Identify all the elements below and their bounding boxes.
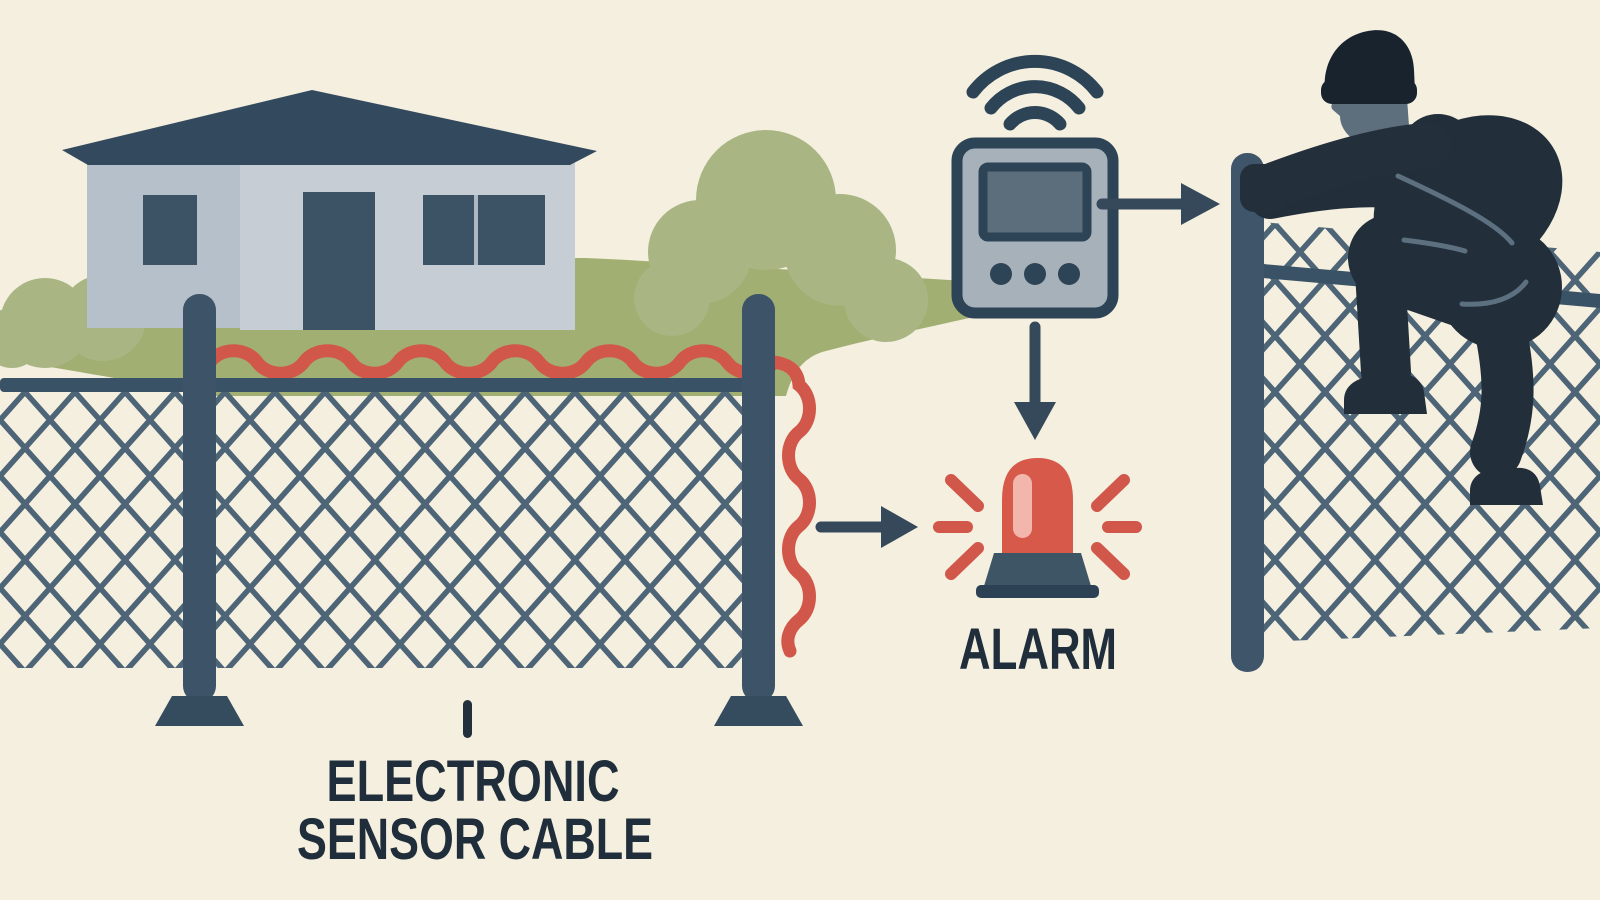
alarm-label: ALARM [959,617,1117,682]
intruder-rear-shoe [1470,467,1543,505]
intruder-silhouette-icon [1240,30,1563,505]
alarm-siren-icon [933,458,1142,598]
intruder-arm-highlight [1395,173,1515,246]
fence-post [742,294,775,702]
bush-right-icon [634,130,928,342]
label-pointer-tick [463,700,472,738]
alarm-base-flange [976,585,1099,598]
intruder-front-arm [1249,123,1451,209]
intruder-beanie-hat [1324,30,1415,93]
sensor-cable-label-line2: SENSOR CABLE [297,807,653,872]
intruder-hand [1240,164,1287,212]
intruder-hat-brim [1321,79,1417,104]
fence-post-base [155,696,244,726]
panel-button [1058,263,1080,285]
wifi-signal-icon [966,54,1104,131]
fence-post [1231,153,1264,672]
alarm-base [984,553,1091,586]
sensor-cable-icon [203,344,816,658]
house-window-right [423,195,545,265]
intruder-thigh [1348,214,1534,336]
house-icon [62,90,597,330]
arrow-right-to-fence-icon [1096,183,1220,225]
intruder-front-leg [1355,247,1411,397]
alarm-dome-highlight [1013,474,1032,538]
alarm-dome [1002,458,1073,556]
house-door [303,192,375,330]
arrow-right-to-alarm-icon [815,506,918,548]
intruder-front-shoe [1344,373,1427,414]
alarm-flash-rays [933,474,1142,580]
fence-post [183,294,216,702]
house-roof [62,90,597,165]
intruder-thigh-highlight [1401,237,1468,254]
fence-top-rail [0,378,766,392]
intruder-hip-highlight [1459,279,1529,307]
sensor-cable-label-line1: ELECTRONIC [327,749,620,814]
control-panel-icon [951,137,1119,319]
panel-button [1024,263,1046,285]
fence-post-base [714,696,803,726]
fence-mesh [0,392,750,668]
chain-link-fence-left [0,294,803,726]
arrow-down-icon [1014,321,1056,440]
panel-button [990,263,1012,285]
house-window-left [143,195,197,265]
panel-screen [978,162,1092,242]
